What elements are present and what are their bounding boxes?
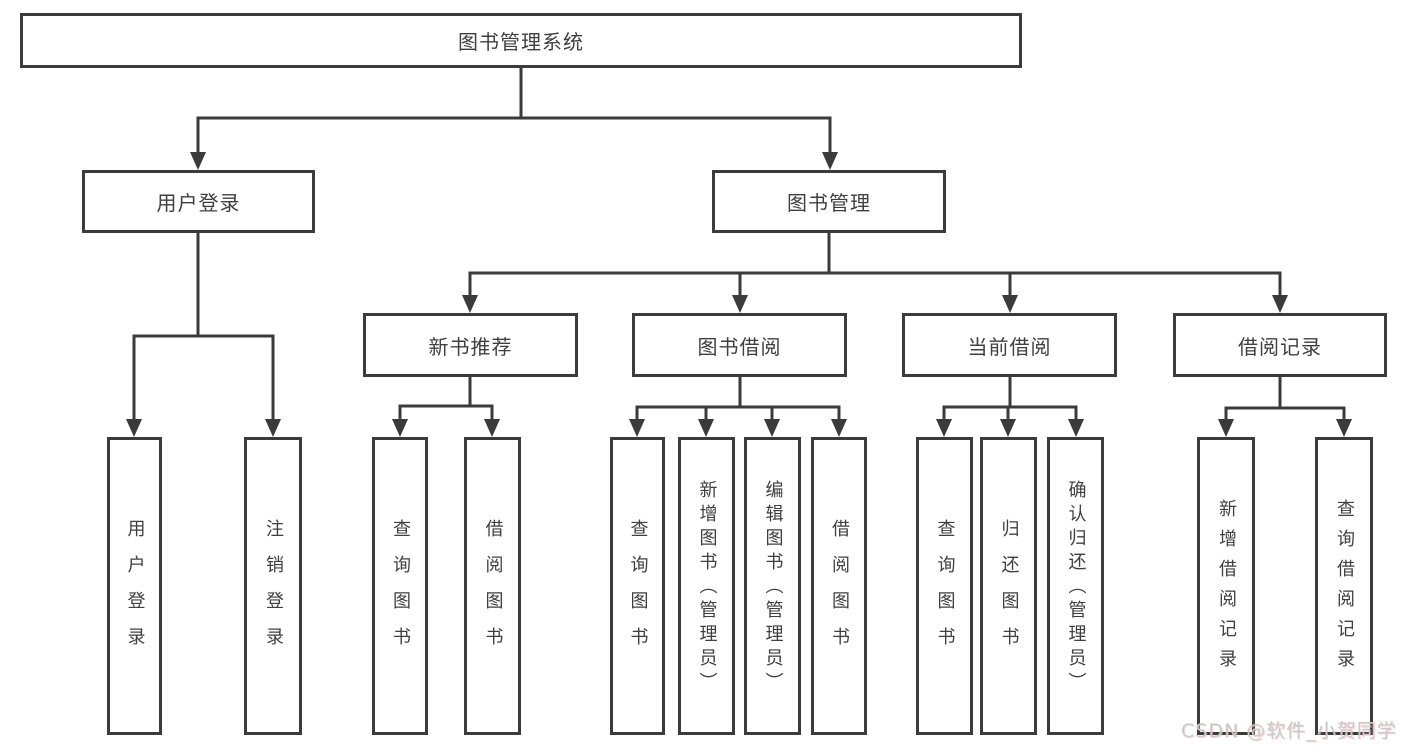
node-user-login: 用户登录 (82, 170, 315, 233)
node-borrow-record-label: 借阅记录 (1238, 334, 1322, 359)
node-book-management-label: 图书管理 (787, 191, 871, 215)
leaf-nbr-borrow-book-label: 借阅图书 (482, 518, 504, 663)
leaf-logout: 注销登录 (244, 437, 302, 735)
leaf-bb-query-book-label: 查询图书 (627, 518, 649, 663)
leaf-user-login-label: 用户登录 (124, 518, 146, 663)
node-user-login-label: 用户登录 (156, 191, 241, 215)
leaf-nbr-query-book: 查询图书 (372, 437, 428, 735)
leaf-br-query-record: 查询借阅记录 (1315, 437, 1373, 735)
node-book-management: 图书管理 (712, 170, 946, 233)
leaf-br-add-record-label: 新增借阅记录 (1216, 499, 1237, 679)
leaf-bb-add-book: 新增图书（管理员） (678, 437, 735, 735)
watermark: CSDN @软件_小贺同学 (1181, 720, 1397, 742)
node-new-book-recommend-label: 新书推荐 (428, 334, 513, 359)
node-new-book-recommend: 新书推荐 (363, 313, 578, 377)
leaf-cb-return-book: 归还图书 (980, 437, 1037, 735)
leaf-bb-borrow-book-label: 借阅图书 (829, 518, 850, 663)
leaf-nbr-query-book-label: 查询图书 (390, 518, 411, 663)
leaf-user-login: 用户登录 (107, 437, 162, 735)
leaf-bb-add-book-label: 新增图书（管理员） (696, 479, 718, 696)
node-borrow-record: 借阅记录 (1173, 313, 1387, 377)
leaf-cb-confirm-return: 确认归还（管理员） (1047, 437, 1104, 735)
node-current-borrow-label: 当前借阅 (967, 334, 1052, 359)
leaf-logout-label: 注销登录 (263, 518, 284, 663)
node-current-borrow: 当前借阅 (902, 313, 1117, 377)
leaf-bb-query-book: 查询图书 (610, 437, 665, 735)
leaf-nbr-borrow-book: 借阅图书 (464, 437, 521, 735)
node-book-borrow: 图书借阅 (632, 313, 847, 377)
leaf-bb-edit-book-label: 编辑图书（管理员） (762, 479, 784, 696)
leaf-cb-confirm-return-label: 确认归还（管理员） (1065, 479, 1087, 696)
node-book-borrow-label: 图书借阅 (697, 334, 782, 359)
leaf-br-query-record-label: 查询借阅记录 (1334, 499, 1355, 679)
leaf-bb-borrow-book: 借阅图书 (811, 437, 867, 735)
leaf-cb-query-book-label: 查询图书 (934, 518, 956, 663)
leaf-bb-edit-book: 编辑图书（管理员） (744, 437, 801, 735)
node-root: 图书管理系统 (20, 13, 1022, 68)
node-root-label: 图书管理系统 (458, 30, 584, 54)
leaf-cb-query-book: 查询图书 (916, 437, 973, 735)
leaf-br-add-record: 新增借阅记录 (1197, 437, 1255, 735)
leaf-cb-return-book-label: 归还图书 (998, 518, 1020, 663)
